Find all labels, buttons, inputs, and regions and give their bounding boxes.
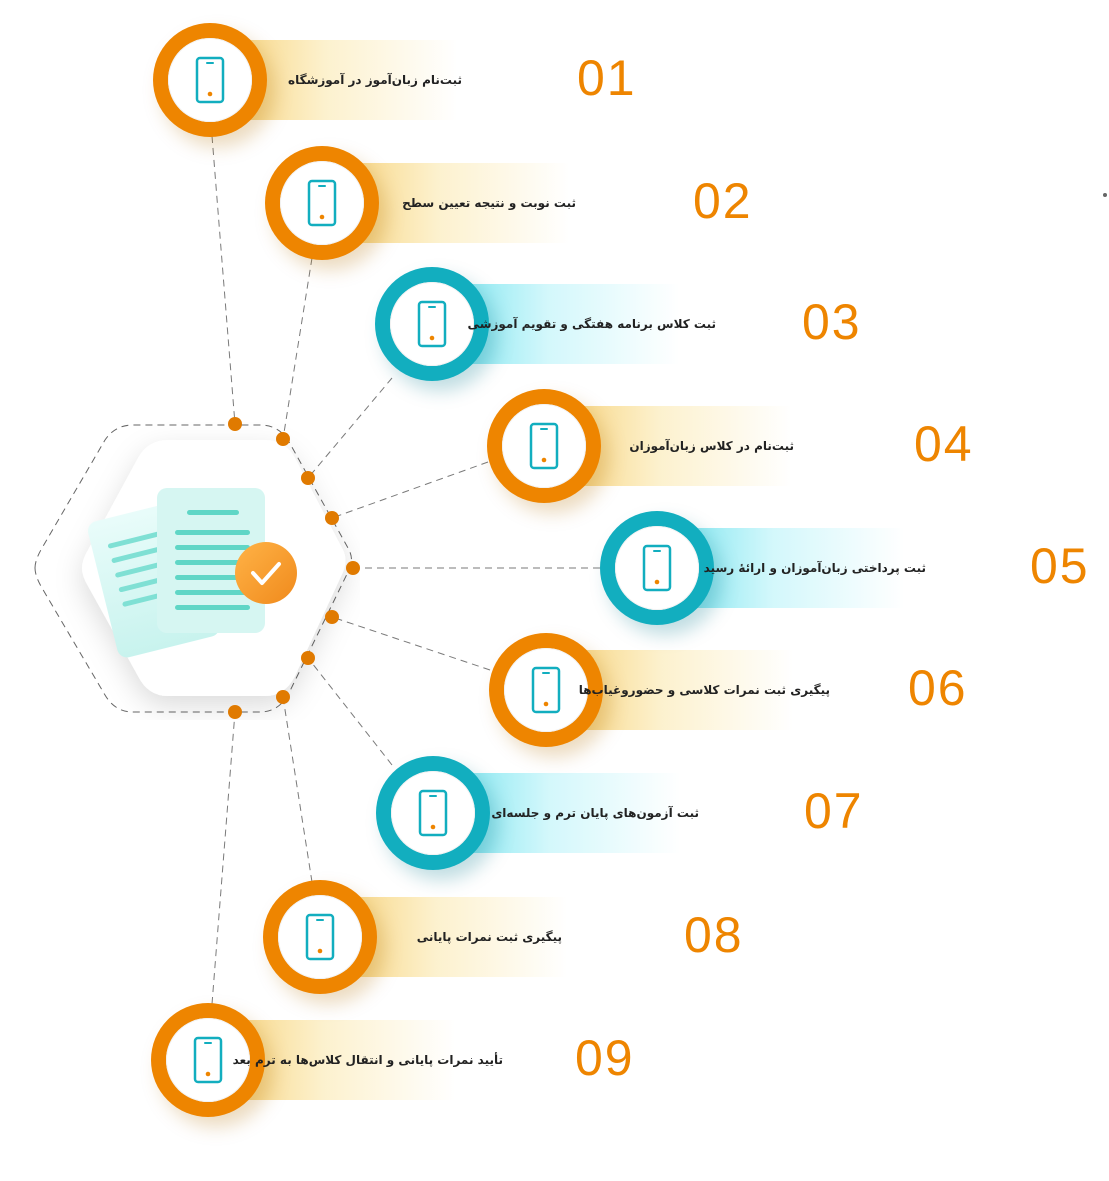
step-08: پیگیری ثبت نمرات پایانی 08	[263, 880, 742, 994]
step-number: 02	[693, 173, 753, 229]
connector-line-6	[331, 616, 491, 671]
step-04: ثبت‌نام در کلاس زبان‌آموزان 04	[487, 389, 972, 503]
phone-icon	[417, 300, 447, 348]
phone-icon	[642, 544, 672, 592]
step-number: 01	[577, 50, 637, 106]
step-06: پیگیری ثبت نمرات کلاسی و حضوروغیاب‌ها 06	[489, 633, 966, 747]
step-icon-circle	[391, 771, 475, 855]
step-label: ثبت آزمون‌های پایان ترم و جلسه‌ای	[491, 806, 699, 820]
check-badge-icon	[235, 542, 297, 604]
connector-line-8	[282, 696, 313, 883]
step-icon-circle	[502, 404, 586, 488]
step-number: 05	[1030, 538, 1090, 594]
connector-line-3	[307, 377, 393, 479]
step-label: ثبت‌نام زبان‌آموز در آموزشگاه	[288, 73, 462, 87]
step-icon-circle	[390, 282, 474, 366]
connector-line-7	[307, 657, 393, 766]
step-label: ثبت پرداختی زبان‌آموزان و ارائهٔ رسید	[703, 561, 926, 575]
step-02: ثبت نوبت و نتیجه تعیین سطح 02	[265, 146, 751, 260]
step-icon-circle	[615, 526, 699, 610]
step-icon-circle	[168, 38, 252, 122]
phone-icon	[307, 179, 337, 227]
step-01: ثبت‌نام زبان‌آموز در آموزشگاه 01	[153, 23, 635, 137]
step-number: 04	[914, 416, 974, 472]
phone-icon	[193, 1036, 223, 1084]
phone-icon	[195, 56, 225, 104]
step-icon-circle	[280, 161, 364, 245]
step-icon-circle	[278, 895, 362, 979]
step-label: ثبت کلاس برنامه هفتگی و تقویم آموزشی	[467, 317, 716, 331]
step-number: 08	[684, 907, 744, 963]
connector-line-1	[211, 135, 236, 425]
phone-icon	[529, 422, 559, 470]
connector-line-4	[331, 461, 489, 519]
connector-line-2	[282, 257, 313, 440]
step-number: 03	[802, 294, 862, 350]
central-hub	[30, 420, 360, 720]
step-icon-circle	[504, 648, 588, 732]
connector-line-9	[211, 711, 236, 1005]
step-03: ثبت کلاس برنامه هفتگی و تقویم آموزشی 03	[375, 267, 860, 381]
step-number: 09	[575, 1030, 635, 1086]
bullet-dot	[1103, 193, 1107, 197]
document-front-icon	[157, 488, 265, 633]
step-09: تأیید نمرات پایانی و انتقال کلاس‌ها به ت…	[151, 1003, 633, 1117]
step-number: 07	[804, 783, 864, 839]
step-label: ثبت‌نام در کلاس زبان‌آموزان	[629, 439, 794, 453]
step-label: تأیید نمرات پایانی و انتقال کلاس‌ها به ت…	[232, 1053, 503, 1067]
step-icon-circle	[166, 1018, 250, 1102]
step-label: پیگیری ثبت نمرات پایانی	[416, 930, 562, 944]
step-label: پیگیری ثبت نمرات کلاسی و حضوروغیاب‌ها	[578, 683, 830, 697]
step-number: 06	[908, 660, 968, 716]
phone-icon	[305, 913, 335, 961]
phone-icon	[418, 789, 448, 837]
step-05: ثبت پرداختی زبان‌آموزان و ارائهٔ رسید 05	[600, 511, 1088, 625]
step-label: ثبت نوبت و نتیجه تعیین سطح	[402, 196, 576, 210]
phone-icon	[531, 666, 561, 714]
hub-hexagon	[34, 424, 352, 713]
step-07: ثبت آزمون‌های پایان ترم و جلسه‌ای 07	[376, 756, 862, 870]
